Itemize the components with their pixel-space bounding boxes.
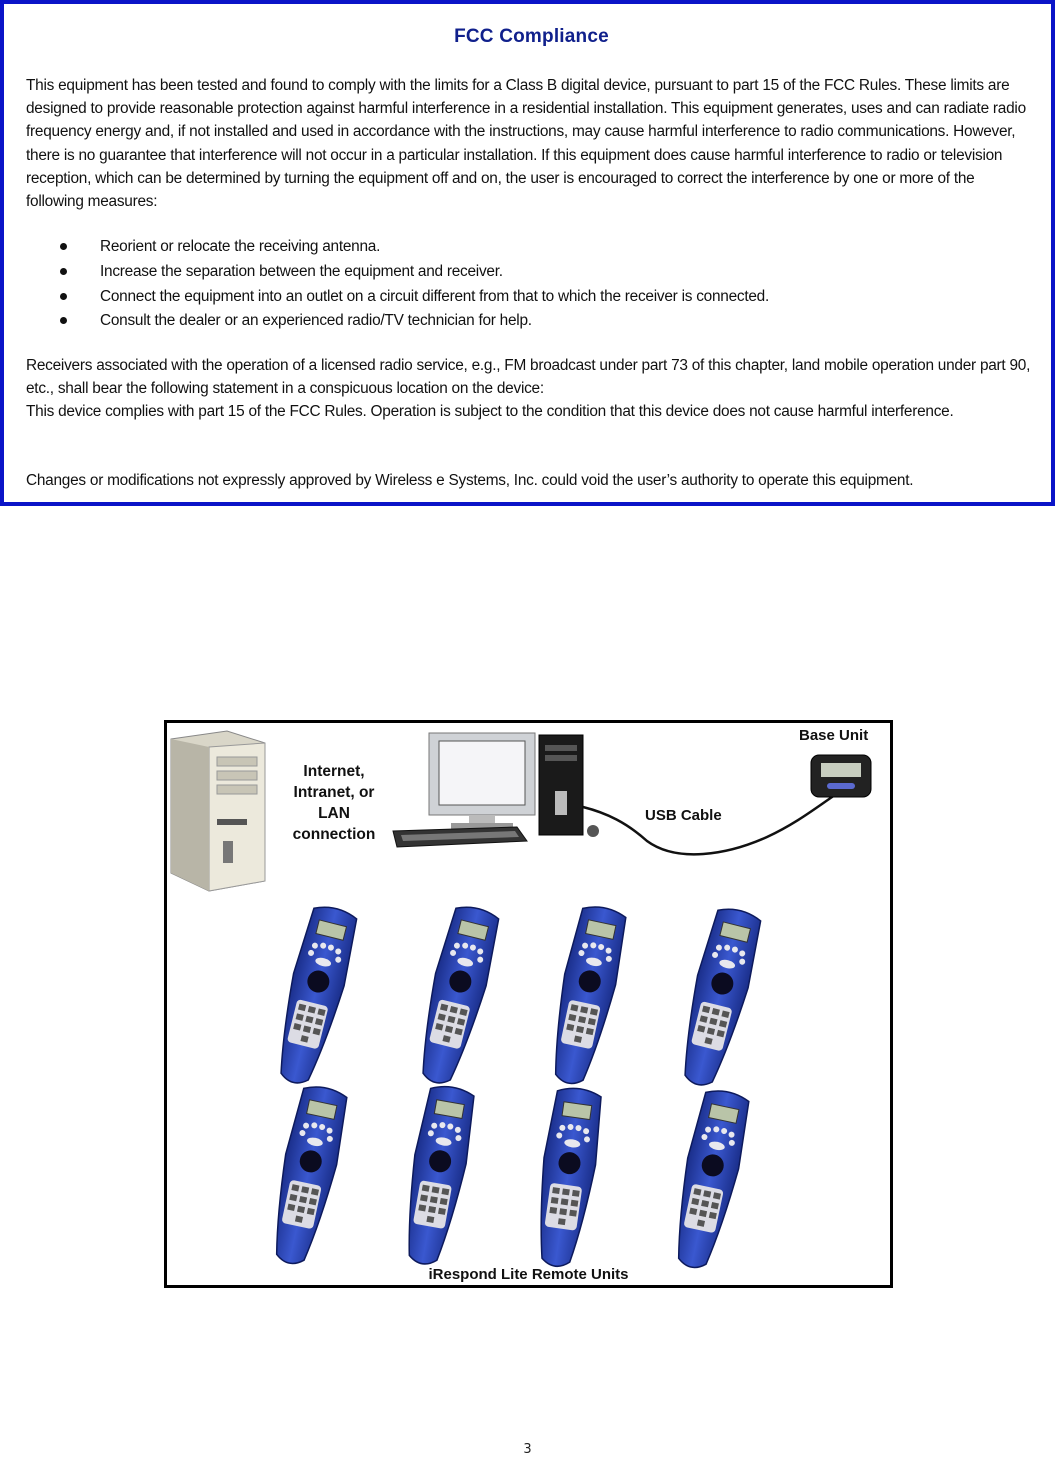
fcc-compliance-box: FCC Compliance This equipment has been t…: [0, 0, 1055, 506]
monitor-icon: [428, 732, 536, 829]
network-label-line: Intranet, or: [293, 784, 375, 801]
remote-unit-icon: [395, 1082, 480, 1269]
server-tower-icon: [170, 730, 266, 892]
diagram-illustration: [170, 730, 872, 1274]
bullet-icon: [60, 243, 67, 250]
fcc-title: FCC Compliance: [454, 26, 609, 47]
base-unit-label: Base Unit: [799, 727, 869, 744]
remote-unit-icon: [541, 901, 632, 1090]
list-item: Reorient or relocate the receiving anten…: [56, 235, 769, 260]
usb-cable-icon: [582, 793, 836, 856]
list-item: Increase the separation between the equi…: [56, 260, 769, 285]
part15-statement: This device complies with part 15 of the…: [26, 403, 954, 421]
base-unit-icon: [810, 754, 872, 798]
network-connection-label: Internet, Intranet, or LAN connection: [279, 761, 389, 845]
remote-units-label: iRespond Lite Remote Units: [428, 1266, 629, 1283]
network-label-line: connection: [292, 826, 376, 843]
list-item: Connect the equipment into an outlet on …: [56, 285, 769, 310]
receivers-statement: Receivers associated with the operation …: [26, 357, 1031, 398]
measure-text: Consult the dealer or an experienced rad…: [100, 312, 532, 330]
remote-unit-icon: [262, 1081, 353, 1270]
remote-unit-icon: [409, 901, 505, 1090]
system-diagram: Base Unit USB Cable Internet, Intranet, …: [164, 720, 893, 1288]
fcc-paragraph-1: This equipment has been tested and found…: [26, 77, 1026, 211]
fcc-paragraph-2: Receivers associated with the operation …: [26, 354, 1036, 424]
remote-unit-icon: [267, 901, 363, 1090]
bullet-icon: [60, 292, 67, 300]
measure-text: Increase the separation between the equi…: [100, 262, 503, 280]
network-label-line: LAN: [318, 805, 350, 822]
network-label-line: Internet,: [303, 763, 365, 780]
page-number: 3: [523, 1442, 532, 1457]
measure-text: Reorient or relocate the receiving anten…: [100, 238, 381, 255]
desktop-tower-icon: [538, 734, 599, 837]
fcc-measures-list: Reorient or relocate the receiving anten…: [56, 235, 769, 334]
remote-unit-icon: [528, 1084, 607, 1271]
fcc-paragraph-3: Changes or modifications not expressly a…: [26, 472, 914, 489]
measure-text: Connect the equipment into an outlet on …: [100, 287, 770, 305]
bullet-icon: [60, 267, 67, 275]
keyboard-icon: [392, 826, 528, 848]
remote-unit-icon: [664, 1085, 755, 1274]
remote-unit-icon: [671, 903, 767, 1092]
usb-cable-label: USB Cable: [645, 807, 722, 824]
list-item: Consult the dealer or an experienced rad…: [56, 309, 769, 334]
bullet-icon: [60, 317, 67, 325]
